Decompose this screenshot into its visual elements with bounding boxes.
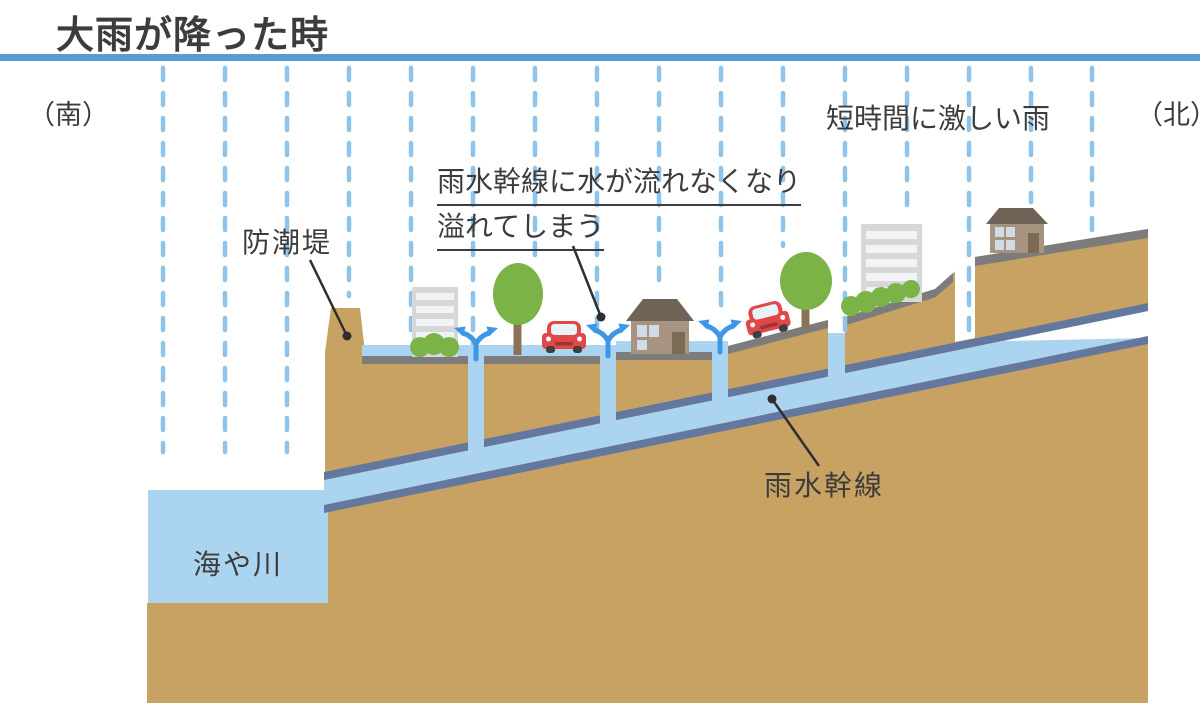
title-divider-line xyxy=(0,54,1200,61)
road-segment xyxy=(484,356,600,364)
overflow-spout-icon xyxy=(698,319,742,355)
drain-3 xyxy=(712,341,728,405)
road-segment xyxy=(975,229,1148,266)
road-segment xyxy=(362,356,468,364)
channel-bottom-border xyxy=(324,336,1148,513)
drains xyxy=(468,318,845,455)
drain-1 xyxy=(468,345,484,455)
car-icon xyxy=(542,321,586,353)
tree-icon xyxy=(493,263,543,355)
sea-river-label: 海や川 xyxy=(193,548,284,581)
rain-lines xyxy=(160,65,1095,455)
ground xyxy=(147,229,1148,703)
pointer-dot xyxy=(596,312,606,322)
tree-icon xyxy=(780,252,832,329)
drain-4 xyxy=(828,333,845,380)
storm-main-label: 雨水幹線 xyxy=(764,469,885,502)
overflow-annotation-line2: 溢れてしまう xyxy=(437,205,605,251)
channel-top-border xyxy=(324,303,1148,480)
sea-river xyxy=(148,490,328,603)
pointer-line xyxy=(571,245,603,318)
seawall-label: 防潮堤 xyxy=(242,226,333,259)
compass-south-label: （南） xyxy=(28,100,109,131)
car-icon xyxy=(745,301,791,339)
bush-icon xyxy=(410,333,459,357)
pointer-dot xyxy=(342,331,352,341)
pointer-line xyxy=(770,398,821,467)
overflow-annotation-line1: 雨水幹線に水が流れなくなり xyxy=(437,160,802,206)
road-segment xyxy=(616,352,712,360)
house-icon xyxy=(986,208,1048,253)
overflow-spout-icon xyxy=(586,323,630,359)
channel-water xyxy=(324,311,1148,505)
road-segment xyxy=(845,273,953,326)
drain-2 xyxy=(600,345,616,427)
pointer-line xyxy=(308,259,349,337)
overflow-spout-icon xyxy=(454,326,498,362)
pointer-lines xyxy=(308,245,821,467)
rain-intensity-label: 短時間に激しい雨 xyxy=(826,102,1051,135)
compass-north-label: （北） xyxy=(1136,100,1200,131)
house-icon xyxy=(626,299,694,354)
drain-empty-gap xyxy=(955,248,975,342)
rain-lines-late xyxy=(842,65,972,339)
channel-air-wedge xyxy=(1004,311,1148,341)
page-title: 大雨が降った時 xyxy=(56,13,330,57)
overflow-spouts xyxy=(454,319,742,362)
pointer-dot xyxy=(767,394,777,404)
bush-icon xyxy=(841,280,920,316)
storm-main-channel xyxy=(324,303,1148,513)
drain-4-air xyxy=(828,318,845,334)
flood-strip xyxy=(484,345,600,356)
